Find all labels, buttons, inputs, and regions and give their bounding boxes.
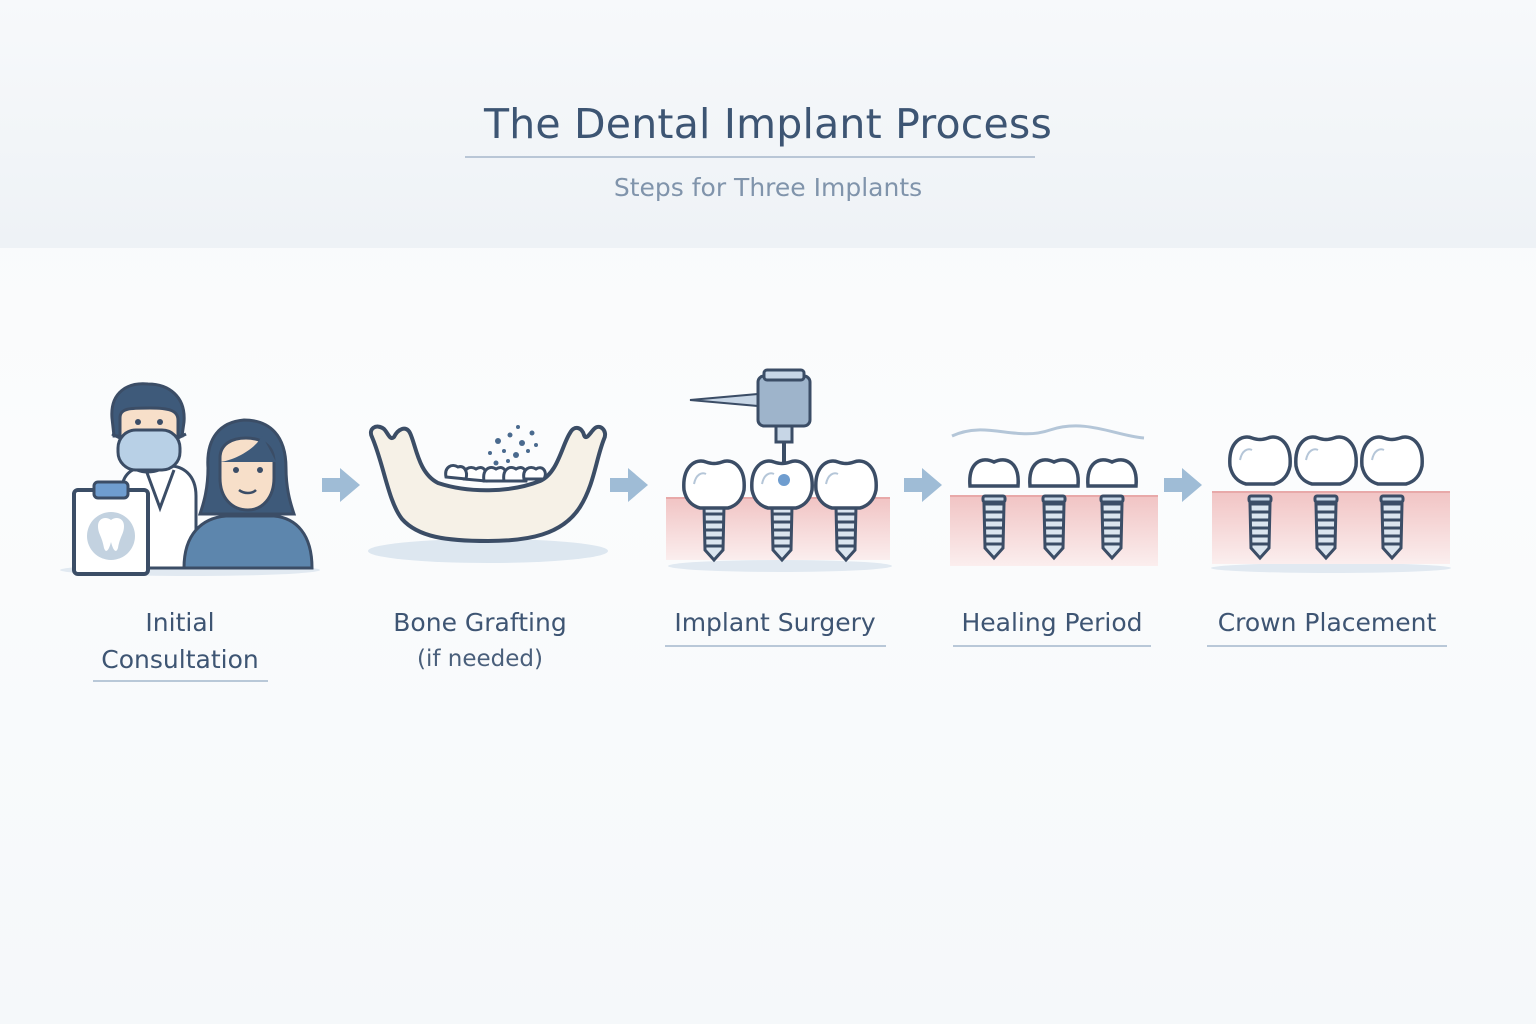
- bone-graft-jaw-icon: [368, 424, 608, 563]
- arrow-right-icon: [322, 468, 360, 502]
- step-label-line: Initial: [145, 608, 215, 637]
- header-band: [0, 0, 1536, 248]
- step-label-line: Consultation: [101, 645, 259, 674]
- step-label-bone-grafting: Bone Grafting (if needed): [358, 604, 602, 678]
- step-underline: [93, 680, 268, 682]
- step-label-crown-placement: Crown Placement: [1196, 604, 1458, 641]
- arrow-right-icon: [610, 468, 648, 502]
- step-label-implant-surgery: Implant Surgery: [650, 604, 900, 641]
- title-underline: [465, 156, 1035, 158]
- consultation-icon: [60, 382, 320, 576]
- implant-surgery-icon: [666, 368, 892, 572]
- healing-implant-3: [1086, 458, 1138, 560]
- step-label-line: Implant Surgery: [674, 608, 876, 637]
- crown-placement-icon: [1211, 435, 1451, 573]
- step-label-healing-period: Healing Period: [940, 604, 1164, 641]
- arrow-right-icon: [904, 468, 942, 502]
- step-label-line: Crown Placement: [1217, 608, 1437, 637]
- healing-implant-1: [968, 458, 1020, 560]
- step-underline: [1207, 645, 1447, 647]
- graft-particles: [488, 425, 538, 466]
- step-underline: [665, 645, 886, 647]
- page-subtitle: Steps for Three Implants: [613, 173, 923, 202]
- lower-teeth: [444, 463, 547, 483]
- step-label-note: (if needed): [417, 646, 543, 672]
- step-label-consultation: Initial Consultation: [70, 604, 290, 678]
- page-title: The Dental Implant Process: [483, 100, 1053, 148]
- drill-icon: [689, 368, 812, 478]
- step-label-line: Healing Period: [961, 608, 1143, 637]
- step-underline: [953, 645, 1151, 647]
- healing-implant-2: [1028, 458, 1080, 560]
- implant-2: [750, 459, 814, 562]
- healing-implants-icon: [950, 424, 1158, 566]
- arrow-right-icon: [1164, 468, 1202, 502]
- clipboard-icon: [72, 480, 150, 576]
- step-label-line: Bone Grafting: [393, 608, 567, 637]
- patient-figure: [182, 418, 314, 570]
